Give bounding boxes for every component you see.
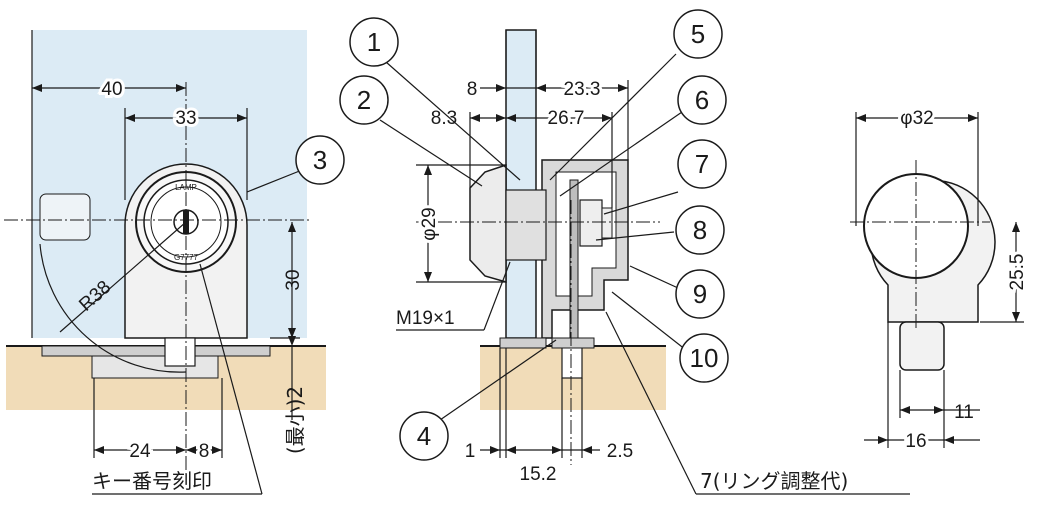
callout-1-label: 1 xyxy=(367,27,381,57)
front-view: LAMP G7777 R38 40 33 30 (最小)2 24 xyxy=(4,30,345,495)
dim-8-3: 8.3 xyxy=(431,108,457,129)
dim-min-2: (最小)2 xyxy=(283,386,307,454)
nut xyxy=(579,199,603,247)
base-plate xyxy=(41,345,271,357)
lock-cap-side xyxy=(469,163,507,283)
ring-adjustment-label: 7(リング調整代) xyxy=(700,469,848,493)
dim-23-3: 23.3 xyxy=(564,79,601,100)
dim-30: 30 xyxy=(283,269,304,290)
callout-7 xyxy=(677,139,727,189)
callout-7-label: 7 xyxy=(695,149,709,179)
callout-9 xyxy=(675,269,725,319)
base-side xyxy=(499,337,547,349)
bolt-behind xyxy=(39,193,91,241)
dim-33: 33 xyxy=(175,108,196,129)
base-side-right xyxy=(551,337,595,349)
radius-arc xyxy=(39,243,187,373)
thread xyxy=(505,189,547,261)
callout-10 xyxy=(679,333,729,383)
dim-phi-32: φ32 xyxy=(900,108,933,129)
nut-cap xyxy=(601,207,613,239)
callout-4 xyxy=(399,411,449,461)
knob-stem xyxy=(899,321,945,371)
side-view: 8 23.3 8.3 26.7 φ29 M19×1 1 15.2 2.5 7(リ… xyxy=(339,9,910,495)
dim-8-glass: 8 xyxy=(467,79,478,100)
dim-40: 40 xyxy=(101,79,122,100)
callout-3 xyxy=(295,135,345,185)
callout-2-label: 2 xyxy=(357,85,371,115)
callout-6 xyxy=(677,75,727,125)
dim-11: 11 xyxy=(954,402,974,423)
cam-foot xyxy=(164,337,196,367)
dim-24: 24 xyxy=(129,441,151,462)
bolt-plate xyxy=(91,355,219,379)
callout-10-label: 10 xyxy=(690,343,719,373)
dim-phi-29: φ29 xyxy=(419,207,440,240)
lock-key-code: G7777 xyxy=(174,253,199,262)
callout-8 xyxy=(675,205,725,255)
key-number-stamp-label: キー番号刻印 xyxy=(92,469,212,493)
dim-26-7: 26.7 xyxy=(548,108,585,129)
callout-1 xyxy=(349,17,399,67)
dim-8-front: 8 xyxy=(199,441,210,462)
callout-8-label: 8 xyxy=(693,215,707,245)
dim-16: 16 xyxy=(905,431,926,452)
dim-2-5: 2.5 xyxy=(607,441,633,462)
callout-9-label: 9 xyxy=(693,279,707,309)
glass-pane-side xyxy=(505,29,537,339)
callout-5 xyxy=(673,9,723,59)
callout-6-label: 6 xyxy=(695,85,709,115)
dim-1: 1 xyxy=(465,441,476,462)
callout-2 xyxy=(339,75,389,125)
callout-5-label: 5 xyxy=(691,19,705,49)
thread-label: M19×1 xyxy=(396,308,455,329)
dim-15-2: 15.2 xyxy=(520,464,557,485)
dim-25-5: 25.5 xyxy=(1007,254,1028,291)
end-view: φ32 25.5 11 16 xyxy=(850,105,1031,455)
callout-4-label: 4 xyxy=(417,421,431,451)
callout-3-label: 3 xyxy=(313,145,327,175)
